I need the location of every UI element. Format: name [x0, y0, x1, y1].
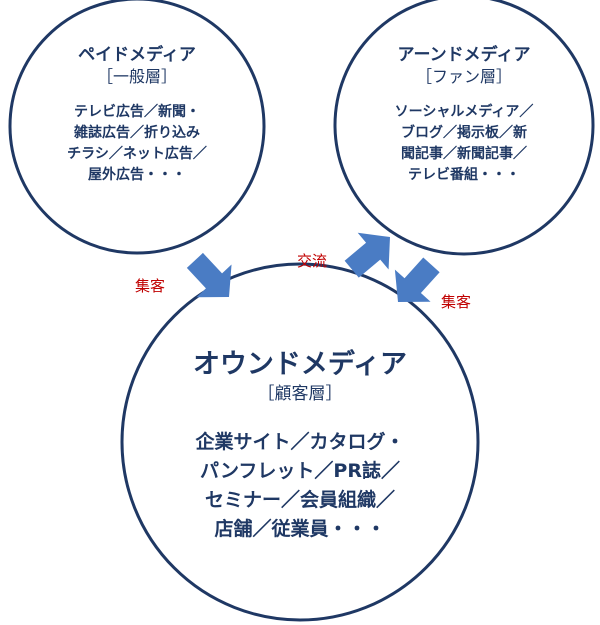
- paid-media-line: チラシ／ネット広告／: [67, 146, 207, 162]
- earned-media-line: ソーシャルメディア／: [394, 104, 534, 120]
- paid-media-line: 屋外広告・・・: [88, 167, 186, 183]
- owned-media-circle: [120, 262, 480, 622]
- earned-media-text: アーンドメディア ［ファン層］ ソーシャルメディア／ ブログ／掲示板／新 聞記事…: [354, 44, 574, 186]
- owned-media-line: パンフレット／PR誌／: [200, 460, 400, 482]
- earned-media-line: テレビ番組・・・: [408, 167, 520, 183]
- earned-media-title: アーンドメディア: [397, 45, 531, 65]
- paid-media-line: テレビ広告／新聞・: [74, 104, 200, 120]
- earned-media-circle: [333, 0, 595, 256]
- owned-media-layer: ［顧客層］: [257, 384, 343, 404]
- exchange-label: 交流: [297, 252, 328, 270]
- paid-media-circle: [8, 0, 266, 255]
- attract-label-right: 集客: [441, 293, 472, 311]
- owned-media-list: 企業サイト／カタログ・ パンフレット／PR誌／ セミナー／会員組織／ 店舗／従業…: [150, 428, 450, 544]
- owned-media-line: 店舗／従業員・・・: [214, 518, 386, 540]
- owned-media-text: オウンドメディア ［顧客層］ 企業サイト／カタログ・ パンフレット／PR誌／ セ…: [150, 348, 450, 544]
- paid-media-title: ペイドメディア: [78, 45, 196, 65]
- owned-media-line: セミナー／会員組織／: [204, 489, 395, 511]
- paid-media-text: ペイドメディア ［一般層］ テレビ広告／新聞・ 雑誌広告／折り込み チラシ／ネッ…: [27, 44, 247, 186]
- paid-media-line: 雑誌広告／折り込み: [74, 125, 200, 141]
- earned-media-line: 聞記事／新聞記事／: [401, 146, 527, 162]
- paid-media-layer: ［一般層］: [96, 67, 177, 86]
- paid-media-list: テレビ広告／新聞・ 雑誌広告／折り込み チラシ／ネット広告／ 屋外広告・・・: [27, 102, 247, 186]
- owned-media-line: 企業サイト／カタログ・: [195, 431, 405, 453]
- earned-media-layer: ［ファン層］: [415, 67, 512, 86]
- attract-label-left: 集客: [135, 277, 166, 295]
- owned-media-title: オウンドメディア: [192, 349, 408, 380]
- earned-media-line: ブログ／掲示板／新: [401, 125, 527, 141]
- earned-media-list: ソーシャルメディア／ ブログ／掲示板／新 聞記事／新聞記事／ テレビ番組・・・: [354, 102, 574, 186]
